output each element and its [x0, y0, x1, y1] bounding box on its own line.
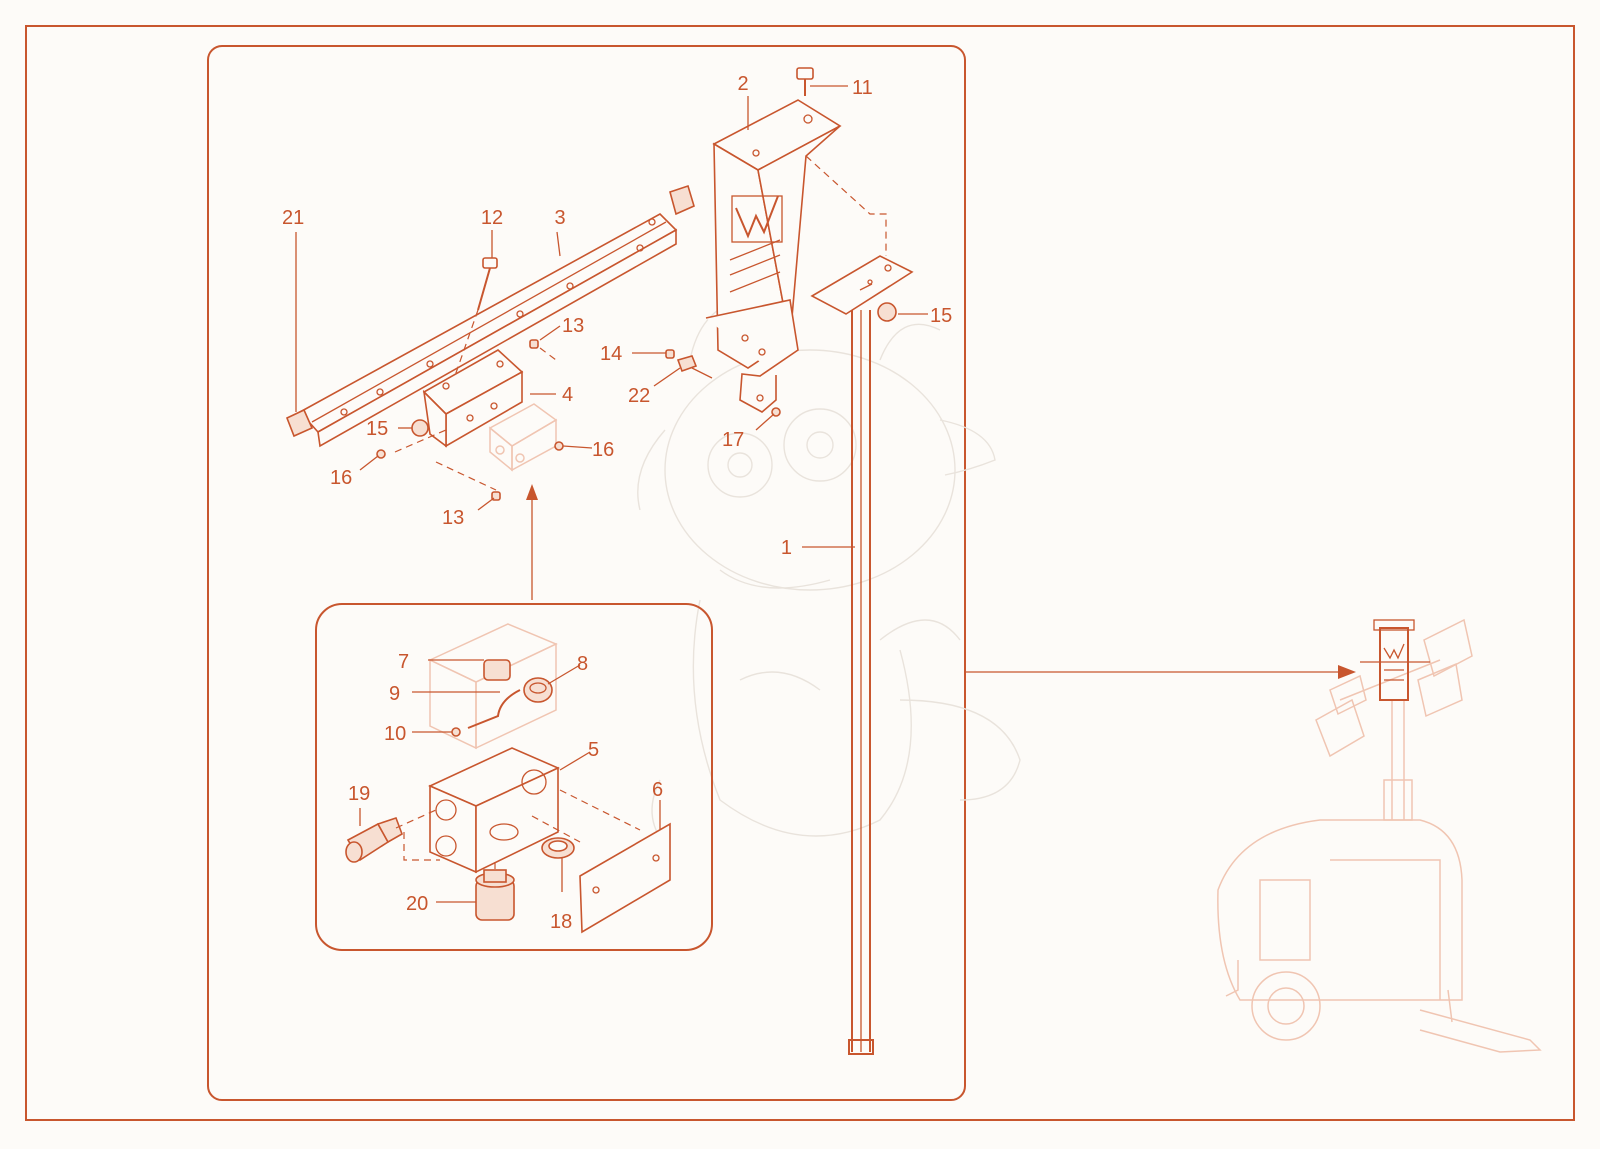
part-5-junction-box: [428, 747, 560, 874]
callout-4: 4: [562, 384, 573, 406]
assembly-panel: [207, 45, 966, 1101]
part-nut-15a: [411, 419, 429, 437]
part-10-terminal: [451, 727, 461, 737]
part-mount-bracket: [705, 99, 842, 413]
part-bolt-11: [796, 67, 814, 96]
callout-12: 12: [481, 207, 503, 229]
callout-15b: 15: [930, 305, 952, 327]
part-6-cover-plate: [579, 822, 671, 934]
callout-3: 3: [554, 207, 565, 229]
callout-7: 7: [398, 651, 409, 673]
callout-8: 8: [577, 653, 588, 675]
callout-22: 22: [628, 385, 650, 407]
part-end-cap-left: [285, 408, 314, 438]
callout-17: 17: [722, 429, 744, 451]
callout-14: 14: [600, 343, 622, 365]
part-screw-14: [665, 349, 675, 359]
inset-panel: [315, 603, 713, 951]
outer-frame: [25, 25, 1575, 1121]
callout-11: 11: [852, 77, 873, 99]
w-logo-icon: [731, 195, 783, 243]
callout-13a: 13: [562, 315, 584, 337]
callout-18: 18: [550, 911, 572, 933]
leader-lines: [295, 85, 928, 903]
part-18-ring: [541, 837, 575, 859]
callout-5: 5: [588, 739, 599, 761]
up-arrow-icon: [526, 484, 538, 500]
light-tower-icon: [1217, 618, 1542, 1053]
part-bolt-12: [449, 257, 498, 391]
part-nut-16a: [376, 449, 386, 459]
right-arrow-icon: [1338, 665, 1356, 679]
callout-10: 10: [384, 723, 406, 745]
callout-9: 9: [389, 683, 400, 705]
part-mast-tube: [810, 255, 914, 1055]
part-8-coil: [523, 677, 553, 703]
callout-15a: 15: [366, 418, 388, 440]
callout-1: 1: [781, 537, 792, 559]
callout-16a: 16: [330, 467, 352, 489]
dragon-watermark-icon: [637, 299, 1021, 851]
callout-20: 20: [406, 893, 428, 915]
callout-13b: 13: [442, 507, 464, 529]
part-7-switch: [483, 659, 511, 681]
part-nut-16b: [554, 441, 564, 451]
part-clip-22: [676, 355, 698, 373]
part-9-wire: [467, 689, 521, 729]
part-screw-13a: [529, 339, 539, 349]
part-end-cap-right: [669, 184, 695, 216]
callout-19: 19: [348, 783, 370, 805]
callout-21: 21: [282, 207, 304, 229]
part-19-gland: [345, 816, 403, 863]
part-housing-ghost: [428, 623, 558, 750]
callout-2: 2: [737, 73, 748, 95]
callout-6: 6: [652, 779, 663, 801]
part-20-gland: [475, 869, 515, 921]
part-channel-beam: [298, 213, 678, 448]
callout-16b: 16: [592, 439, 614, 461]
